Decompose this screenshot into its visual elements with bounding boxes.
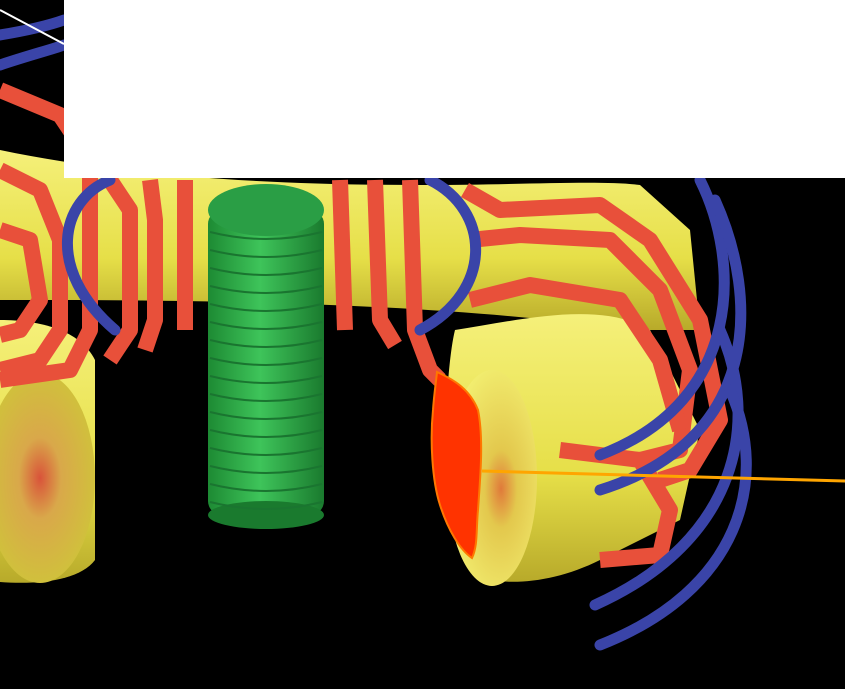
- plasma-torus: [0, 150, 700, 586]
- central-solenoid: [208, 184, 324, 529]
- highlighted-cross-section: [432, 372, 481, 558]
- callout-box: [64, 0, 845, 178]
